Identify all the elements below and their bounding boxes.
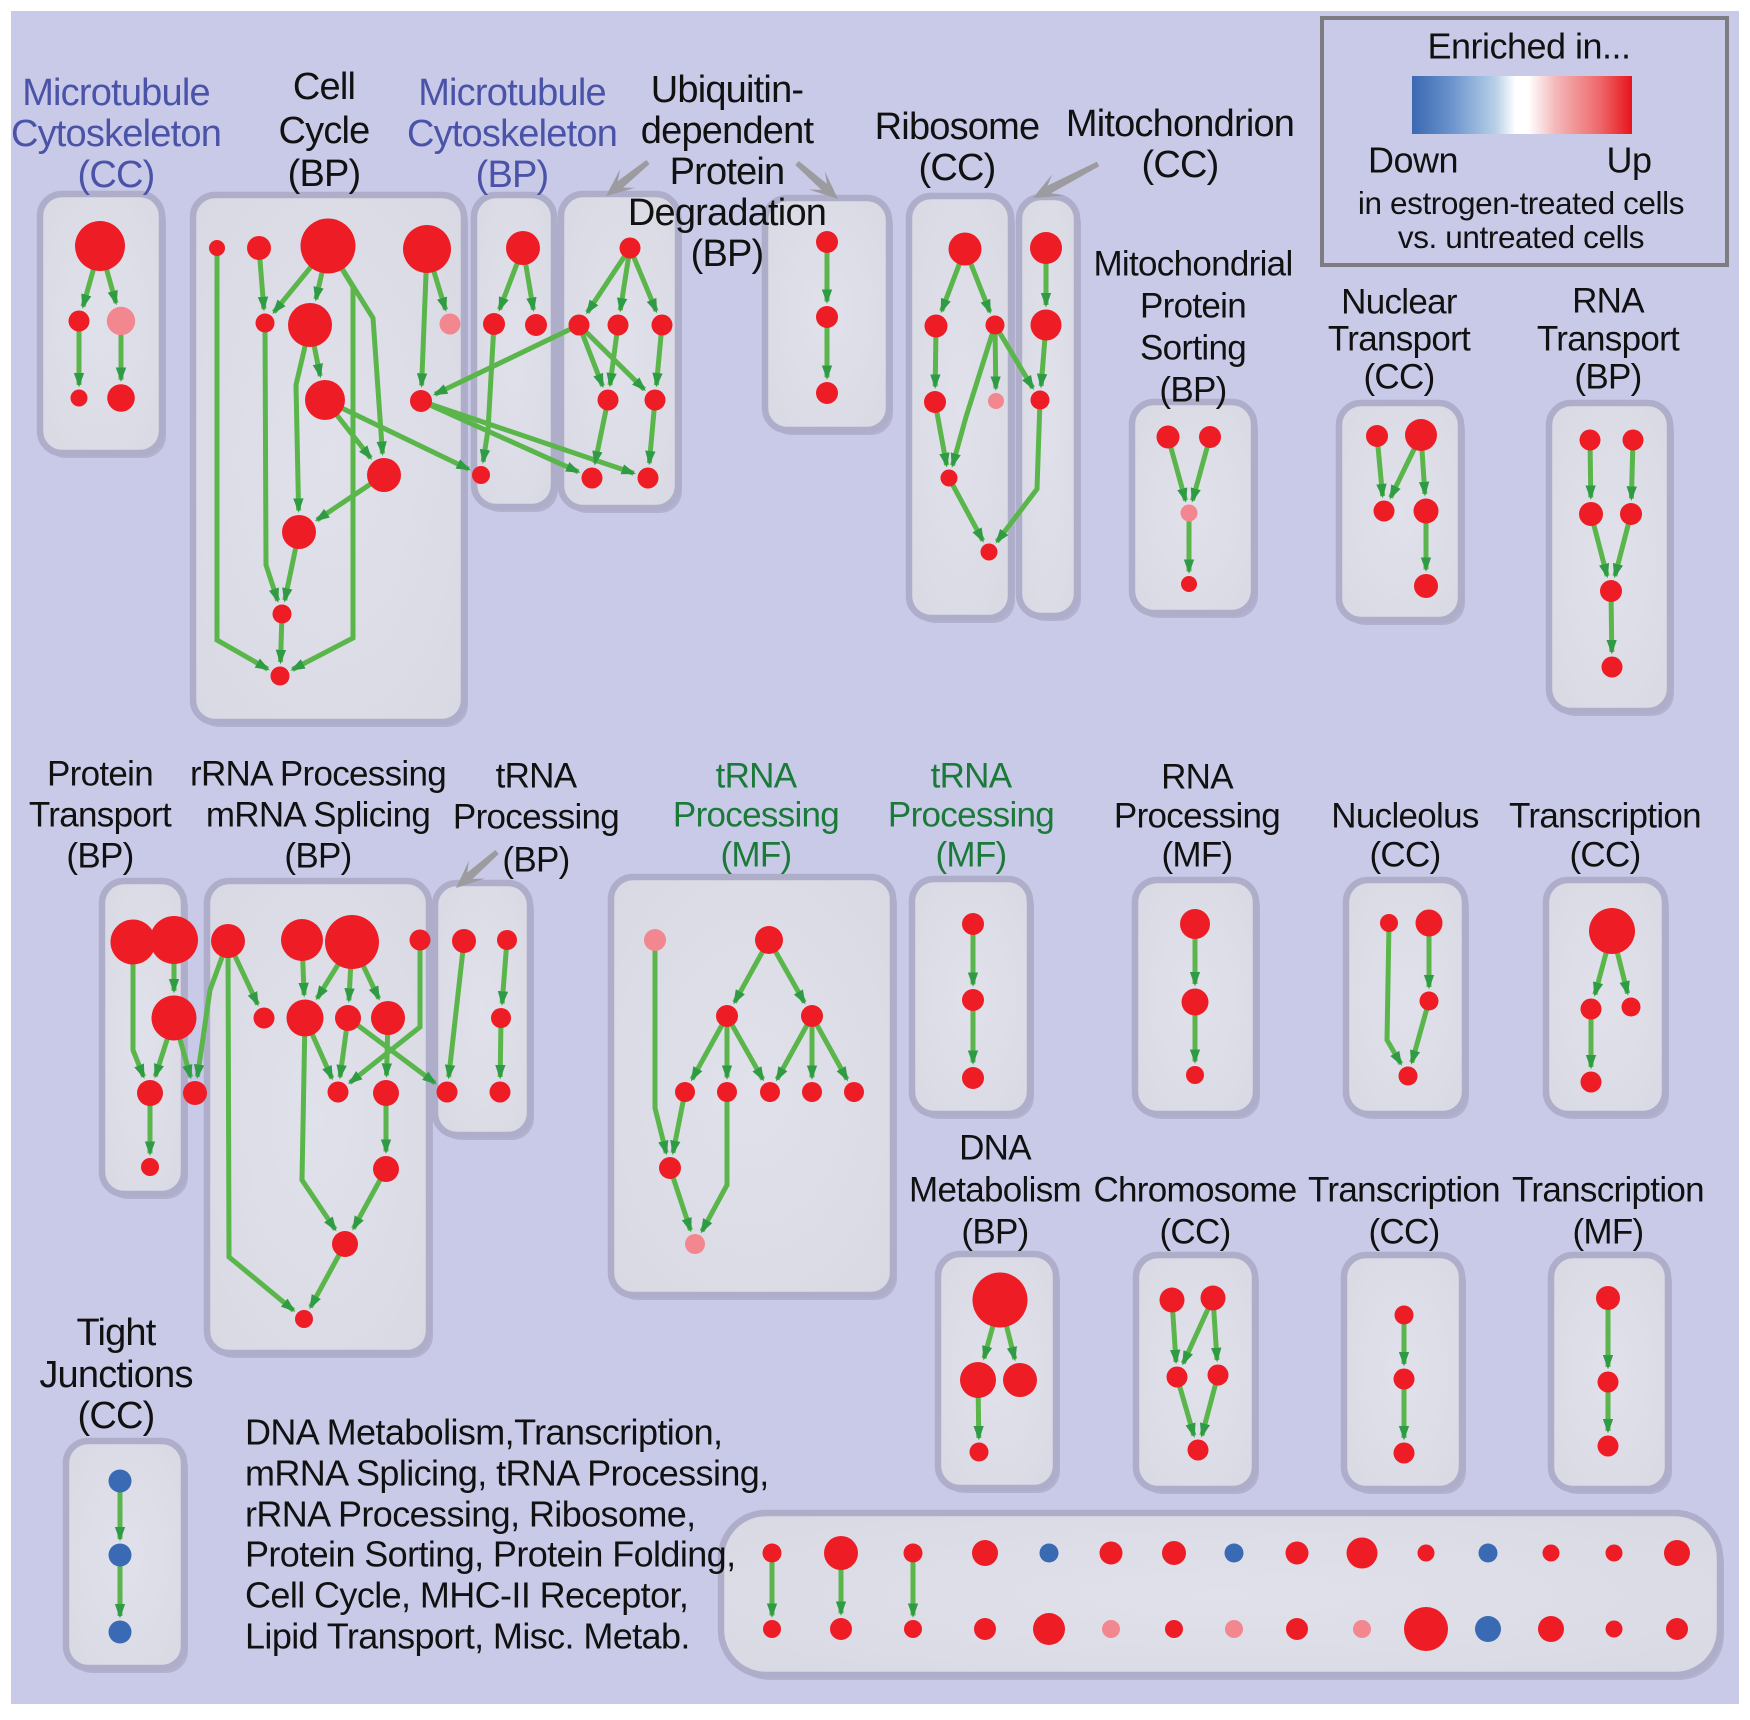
svg-text:(CC): (CC) [1569, 836, 1640, 875]
svg-text:(CC): (CC) [1159, 1213, 1230, 1252]
svg-text:Sorting: Sorting [1140, 329, 1246, 368]
svg-text:Protein: Protein [670, 151, 785, 193]
svg-text:(CC): (CC) [919, 147, 996, 189]
svg-text:(CC): (CC) [1368, 1213, 1439, 1252]
svg-text:tRNA: tRNA [496, 757, 578, 796]
svg-text:(BP): (BP) [961, 1213, 1028, 1252]
svg-text:Mitochondrial: Mitochondrial [1093, 245, 1292, 284]
svg-text:tRNA: tRNA [931, 757, 1013, 796]
svg-text:DNA: DNA [959, 1129, 1032, 1168]
svg-text:(MF): (MF) [1161, 836, 1232, 875]
svg-text:(BP): (BP) [284, 837, 351, 876]
svg-text:rRNA Processing, Ribosome,: rRNA Processing, Ribosome, [245, 1494, 696, 1535]
svg-text:Chromosome: Chromosome [1093, 1171, 1296, 1210]
svg-text:(MF): (MF) [720, 836, 791, 875]
svg-text:(BP): (BP) [691, 233, 764, 275]
svg-text:dependent: dependent [641, 110, 815, 152]
svg-text:rRNA Processing: rRNA Processing [190, 755, 446, 794]
svg-text:RNA: RNA [1572, 282, 1645, 321]
svg-text:Microtubule: Microtubule [22, 72, 210, 114]
svg-text:Cell: Cell [293, 66, 355, 108]
svg-text:Metabolism: Metabolism [909, 1171, 1081, 1210]
svg-text:tRNA: tRNA [716, 757, 798, 796]
svg-text:Nucleolus: Nucleolus [1331, 797, 1479, 836]
svg-text:Transport: Transport [1328, 320, 1471, 359]
svg-text:(BP): (BP) [1159, 371, 1226, 410]
svg-text:(MF): (MF) [1572, 1213, 1643, 1252]
svg-text:mRNA Splicing, tRNA Processing: mRNA Splicing, tRNA Processing, [245, 1453, 769, 1494]
svg-text:Protein Sorting, Protein Foldi: Protein Sorting, Protein Folding, [245, 1534, 735, 1575]
svg-text:(CC): (CC) [1369, 836, 1440, 875]
svg-text:(CC): (CC) [1142, 144, 1219, 186]
svg-text:Tight: Tight [76, 1312, 156, 1354]
svg-text:Microtubule: Microtubule [418, 72, 606, 114]
svg-text:Protein: Protein [47, 755, 153, 794]
svg-text:Transcription: Transcription [1512, 1171, 1704, 1210]
svg-text:Transcription: Transcription [1509, 797, 1701, 836]
svg-text:Processing: Processing [673, 796, 839, 835]
svg-text:Degradation: Degradation [628, 192, 826, 234]
svg-text:Ubiquitin-: Ubiquitin- [651, 69, 804, 111]
svg-text:Cytoskeleton: Cytoskeleton [11, 113, 221, 155]
svg-text:(CC): (CC) [1363, 358, 1434, 397]
svg-text:Down: Down [1368, 140, 1458, 181]
svg-text:(BP): (BP) [476, 154, 549, 196]
svg-text:Processing: Processing [453, 798, 619, 837]
svg-text:(BP): (BP) [1574, 358, 1641, 397]
svg-text:Processing: Processing [888, 796, 1054, 835]
svg-text:Transport: Transport [1537, 320, 1680, 359]
svg-text:RNA: RNA [1161, 758, 1234, 797]
svg-text:(BP): (BP) [66, 837, 133, 876]
svg-text:Lipid Transport, Misc. Metab.: Lipid Transport, Misc. Metab. [245, 1616, 690, 1657]
svg-text:DNA Metabolism,Transcription,: DNA Metabolism,Transcription, [245, 1412, 722, 1453]
svg-text:mRNA Splicing: mRNA Splicing [206, 796, 430, 835]
svg-text:in estrogen-treated cells: in estrogen-treated cells [1358, 185, 1684, 221]
svg-text:vs. untreated cells: vs. untreated cells [1398, 219, 1644, 255]
svg-text:(CC): (CC) [78, 1395, 155, 1437]
svg-text:Nuclear: Nuclear [1341, 283, 1458, 322]
svg-text:Up: Up [1606, 140, 1651, 181]
svg-text:Protein: Protein [1140, 287, 1246, 326]
svg-text:Processing: Processing [1114, 797, 1280, 836]
svg-text:(BP): (BP) [288, 153, 361, 195]
svg-text:Cycle: Cycle [278, 110, 369, 152]
svg-text:Transport: Transport [29, 796, 172, 835]
svg-text:Cytoskeleton: Cytoskeleton [407, 113, 617, 155]
svg-text:Cell Cycle, MHC-II Receptor,: Cell Cycle, MHC-II Receptor, [245, 1575, 688, 1616]
svg-text:(CC): (CC) [78, 154, 155, 196]
svg-text:Junctions: Junctions [39, 1354, 192, 1396]
svg-text:(BP): (BP) [502, 841, 569, 880]
svg-text:Transcription: Transcription [1308, 1171, 1500, 1210]
svg-text:Ribosome: Ribosome [875, 106, 1040, 148]
svg-text:Enriched in...: Enriched in... [1427, 26, 1630, 67]
svg-text:Mitochondrion: Mitochondrion [1066, 103, 1294, 145]
svg-text:(MF): (MF) [935, 836, 1006, 875]
